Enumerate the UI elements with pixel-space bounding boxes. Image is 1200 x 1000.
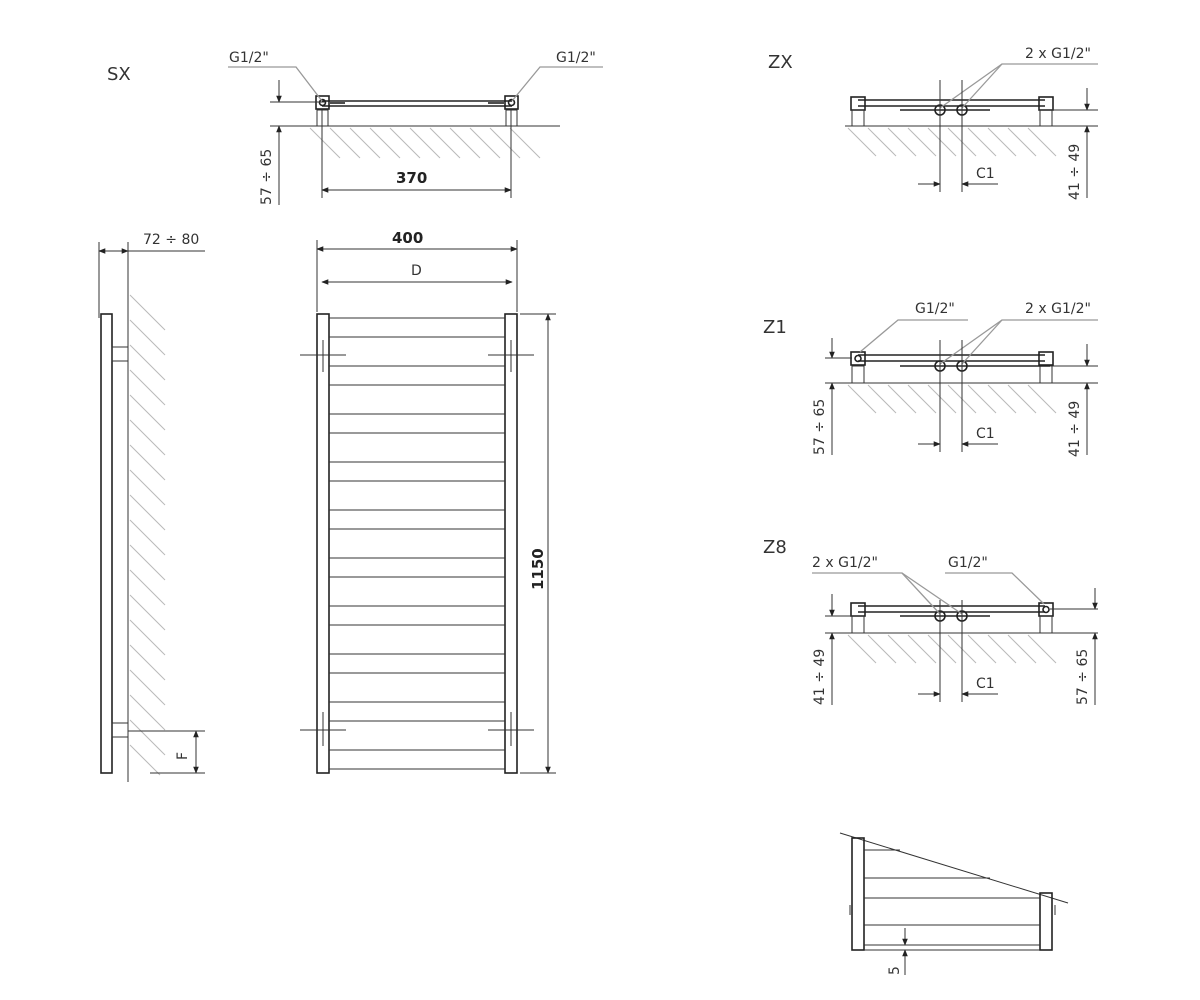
dim-z1-left: 57 ÷ 65 (812, 399, 828, 455)
label-g12-right: G1/2" (556, 50, 596, 66)
dim-sx-height: 57 ÷ 65 (259, 149, 275, 205)
variant-label-z8: Z8 (763, 537, 787, 558)
dim-f: F (175, 752, 191, 760)
dim-d: D (411, 263, 422, 279)
dim-z1-c1: C1 (976, 426, 995, 442)
front-view: 400 D 1150 (300, 229, 556, 774)
dim-z8-left: 41 ÷ 49 (812, 649, 828, 705)
label-z1-g12: G1/2" (915, 301, 955, 317)
variant-label-zx: ZX (768, 52, 793, 73)
dim-z1-right: 41 ÷ 49 (1067, 401, 1083, 457)
wall-hatch-side (129, 294, 166, 776)
radiator-profile (100, 313, 113, 774)
side-view: 72 ÷ 80 F (98, 232, 205, 782)
right-column (504, 313, 518, 774)
dim-z8-right: 57 ÷ 65 (1075, 649, 1091, 705)
zx-top-view: ZX 2 x G1/2" C1 41 ÷ 49 (768, 46, 1098, 200)
dim-zx-c1: C1 (976, 166, 995, 182)
mounting-marks (300, 340, 534, 746)
variant-label-z1: Z1 (763, 317, 787, 338)
left-column (316, 313, 330, 774)
top-bracket (111, 346, 129, 362)
label-z1-two-g12: 2 x G1/2" (1025, 301, 1091, 317)
dim-width: 400 (392, 229, 423, 247)
dim-z8-c1: C1 (976, 676, 995, 692)
dim-zx-height: 41 ÷ 49 (1067, 144, 1083, 200)
dim-side-depth: 72 ÷ 80 (143, 232, 199, 248)
variant-label-sx: SX (107, 64, 131, 85)
rungs (329, 317, 505, 770)
dim-sx-span: 370 (396, 169, 427, 187)
bottom-detail-view: 5 (839, 832, 1069, 975)
bottom-bracket (111, 722, 129, 738)
z8-top-view: Z8 2 x G1/2" G1/2" C1 (763, 537, 1098, 705)
dim-height: 1150 (529, 548, 547, 590)
label-zx-two-g12: 2 x G1/2" (1025, 46, 1091, 62)
valve-right (504, 95, 519, 110)
wall-hatch (309, 127, 541, 159)
dim-gap: 5 (887, 966, 903, 975)
sx-top-view: SX G1/2" G1/2" 57 ÷ 6 (107, 50, 603, 205)
label-z8-g12: G1/2" (948, 555, 988, 571)
label-z8-two-g12: 2 x G1/2" (812, 555, 878, 571)
z1-top-view: Z1 G1/2" 2 x G1/2" C1 (763, 301, 1098, 457)
label-g12-left: G1/2" (229, 50, 269, 66)
